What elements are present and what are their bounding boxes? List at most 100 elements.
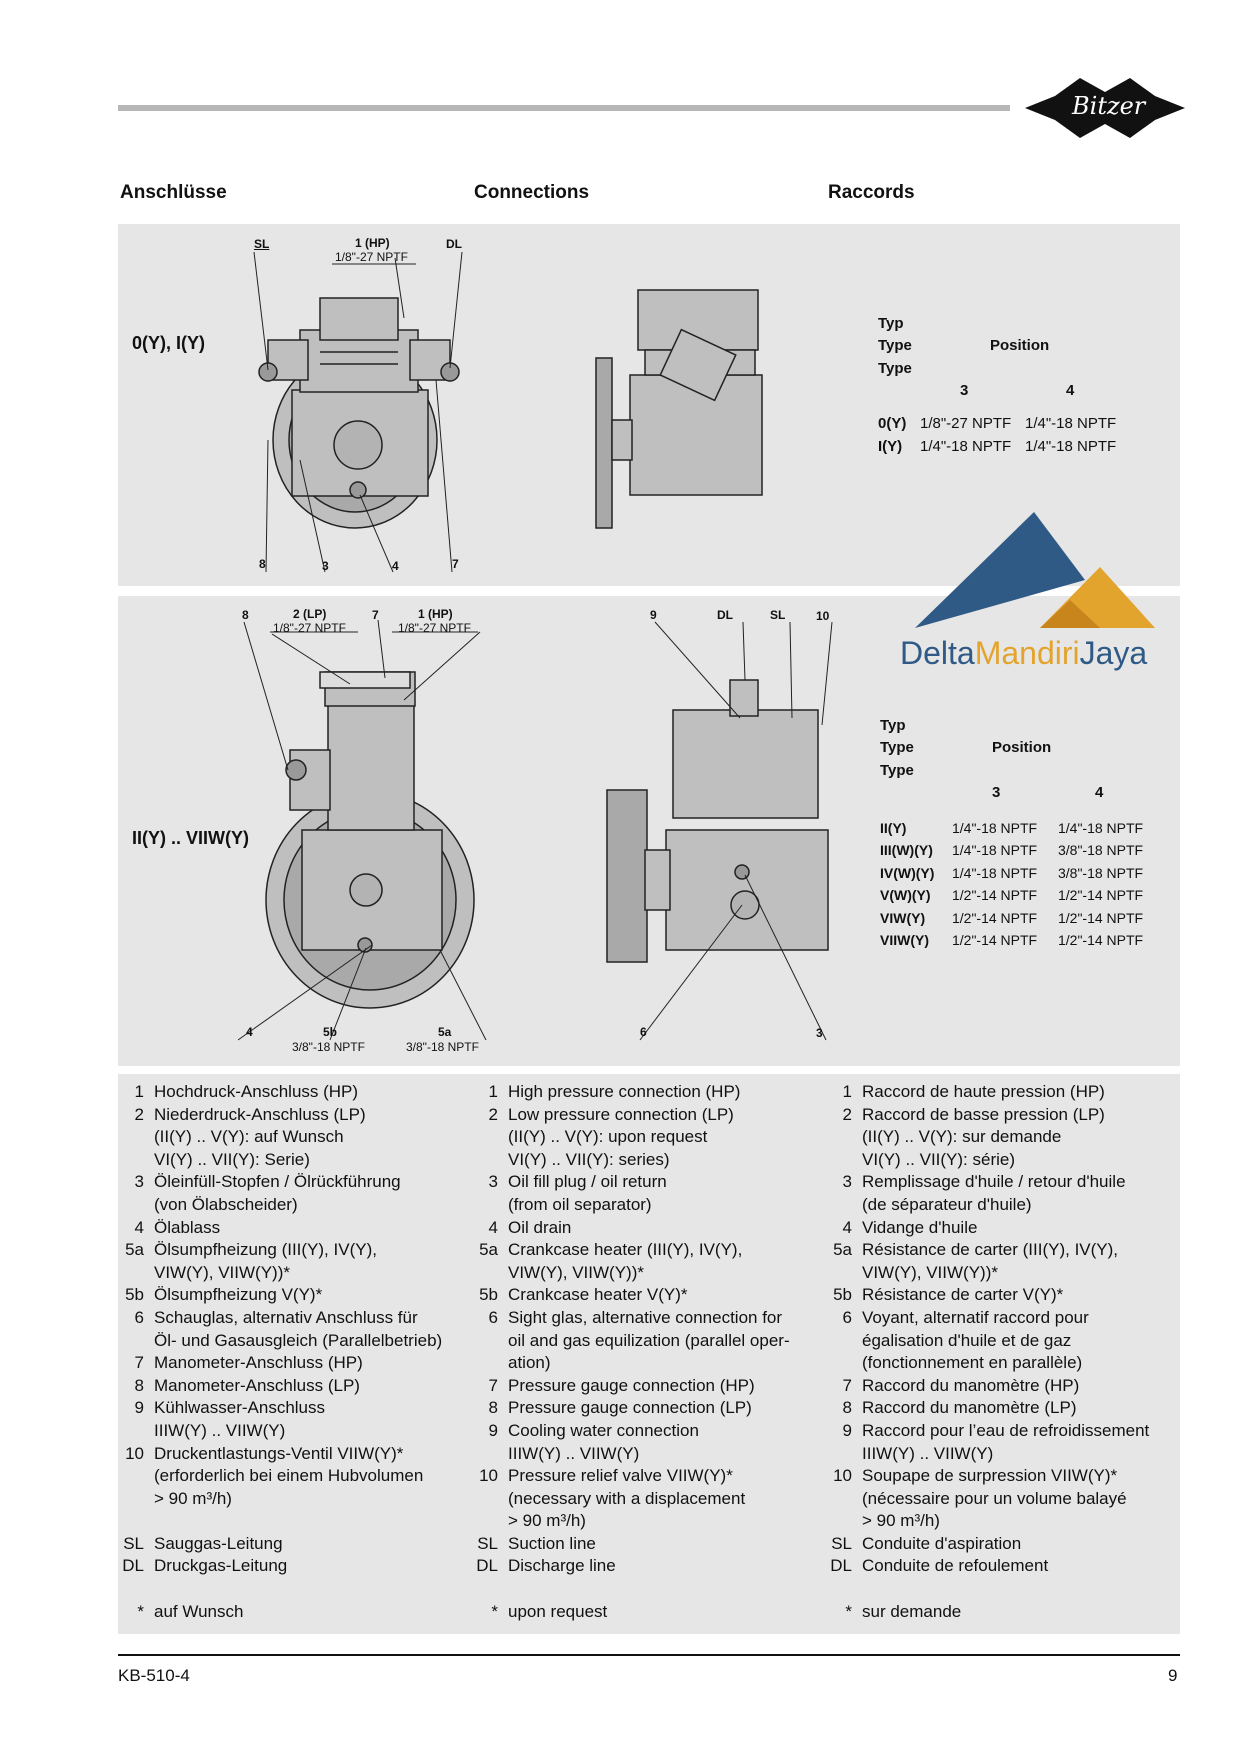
legend-item-text: Crankcase heater (III(Y), IV(Y),	[508, 1240, 743, 1260]
legend-item: (II(Y) .. V(Y): upon request	[474, 1126, 814, 1149]
legend-item-key: DL	[122, 1556, 144, 1576]
legend-item: *upon request	[474, 1601, 814, 1624]
label-dl: DL	[446, 237, 462, 251]
legend-item-text: Manometer-Anschluss (LP)	[154, 1375, 360, 1395]
label-hp-b: 1 (HP)	[418, 607, 453, 621]
legend-item-text: Oil fill plug / oil return	[508, 1172, 667, 1192]
legend-item-key: 6	[134, 1307, 144, 1327]
label-dl-b: DL	[717, 608, 733, 622]
p1-row0-type: 0(Y)	[878, 415, 907, 432]
legend-item-text: Raccord de basse pression (LP)	[862, 1104, 1105, 1124]
legend-item-text: auf Wunsch	[154, 1601, 244, 1621]
legend-item-text: Pressure gauge connection (HP)	[508, 1375, 755, 1395]
panel1-title: 0(Y), I(Y)	[132, 333, 206, 353]
label-5b: 5b	[323, 1025, 338, 1039]
label-hp-thread: 1/8"-27 NPTF	[335, 250, 408, 264]
label-hp: 1 (HP)	[355, 236, 390, 250]
legend-item-key: 3	[488, 1172, 498, 1192]
legend-item-key: 2	[488, 1104, 498, 1124]
legend-item: VI(Y) .. VII(Y): Serie)	[120, 1149, 460, 1172]
legend-item: Öl- und Gasausgleich (Parallelbetrieb)	[120, 1330, 460, 1353]
p1-row1-type: I(Y)	[878, 438, 903, 455]
label-3b: 3	[816, 1026, 823, 1040]
legend-item-text: Druckentlastungs-Ventil VIIW(Y)*	[154, 1443, 404, 1463]
legend-item-text: ation)	[508, 1353, 551, 1373]
label-7: 7	[452, 557, 459, 571]
legend-item-key: 9	[842, 1420, 852, 1440]
header-rule	[118, 105, 1010, 111]
legend-item: ation)	[474, 1352, 814, 1375]
legend-item: 2 Raccord de basse pression (LP)	[828, 1104, 1178, 1127]
legend-item: 7 Pressure gauge connection (HP)	[474, 1375, 814, 1398]
label-9: 9	[650, 608, 657, 622]
label-6: 6	[640, 1025, 647, 1039]
legend-item: égalisation d'huile et de gaz	[828, 1330, 1178, 1353]
legend-item: *auf Wunsch	[120, 1601, 460, 1624]
legend-item: 3 Oil fill plug / oil return	[474, 1171, 814, 1194]
legend-item-text: (II(Y) .. V(Y): upon request	[508, 1127, 708, 1147]
compressor-front-view-large	[265, 671, 475, 1009]
legend-item: VIW(Y), VIIW(Y))*	[474, 1262, 814, 1285]
label-8: 8	[259, 557, 266, 571]
watermark-text: DeltaMandiriJaya	[900, 635, 1148, 671]
label-5a: 5a	[438, 1025, 452, 1039]
legend-item-key: 5b	[479, 1285, 498, 1305]
p1-row0-p4: 1/4"-18 NPTF	[1025, 415, 1117, 432]
legend-item-text: IIIW(Y) .. VIIW(Y)	[508, 1443, 640, 1463]
legend-item-key: 5b	[833, 1285, 852, 1305]
legend-item-key: SL	[477, 1533, 498, 1553]
legend-item-text: Crankcase heater V(Y)*	[508, 1285, 688, 1305]
p2-col4: 4	[1095, 784, 1104, 801]
legend-item: IIIW(Y) .. VIIW(Y)	[120, 1420, 460, 1443]
legend-item-key: 9	[488, 1420, 498, 1440]
legend-item-text: Low pressure connection (LP)	[508, 1104, 734, 1124]
legend-item-text: Remplissage d'huile / retour d'huile	[862, 1172, 1126, 1192]
legend-item-key: 3	[842, 1172, 852, 1192]
legend-item-key: 7	[488, 1375, 498, 1395]
legend-item-text: égalisation d'huile et de gaz	[862, 1330, 1072, 1350]
diagram-panel-1	[118, 224, 1180, 586]
legend-item-key: 4	[488, 1217, 498, 1237]
legend-item-text: Ölsumpfheizung (III(Y), IV(Y),	[154, 1240, 377, 1260]
legend-item-key: 5a	[833, 1240, 852, 1260]
legend-item-key: 4	[842, 1217, 852, 1237]
p2-col3: 3	[992, 784, 1001, 801]
legend-item-text: Schauglas, alternativ Anschluss für	[154, 1307, 418, 1327]
legend-item-key: 2	[842, 1104, 852, 1124]
legend-item-text: sur demande	[862, 1601, 962, 1621]
legend-item-key: SL	[123, 1533, 144, 1553]
legend-item-text: Hochdruck-Anschluss (HP)	[154, 1082, 359, 1101]
legend-item: > 90 m³/h)	[474, 1510, 814, 1533]
legend-item-text: VIW(Y), VIIW(Y))*	[154, 1262, 290, 1282]
legend-item-text: VI(Y) .. VII(Y): series)	[508, 1149, 670, 1169]
legend-item-text: Raccord de haute pression (HP)	[862, 1082, 1105, 1101]
legend-item-key: 6	[842, 1307, 852, 1327]
legend-item-text: VI(Y) .. VII(Y): Serie)	[154, 1149, 310, 1169]
legend-item: (from oil separator)	[474, 1194, 814, 1217]
label-8b: 8	[242, 608, 249, 622]
legend-item-text: Öl- und Gasausgleich (Parallelbetrieb)	[154, 1330, 443, 1350]
legend-item-text: Résistance de carter (III(Y), IV(Y),	[862, 1240, 1119, 1260]
legend-item-text: Druckgas-Leitung	[154, 1556, 288, 1576]
legend-item-text: Pressure gauge connection (LP)	[508, 1398, 752, 1418]
legend-item: VI(Y) .. VII(Y): série)	[828, 1149, 1178, 1172]
legend-item-key: 9	[134, 1398, 144, 1418]
